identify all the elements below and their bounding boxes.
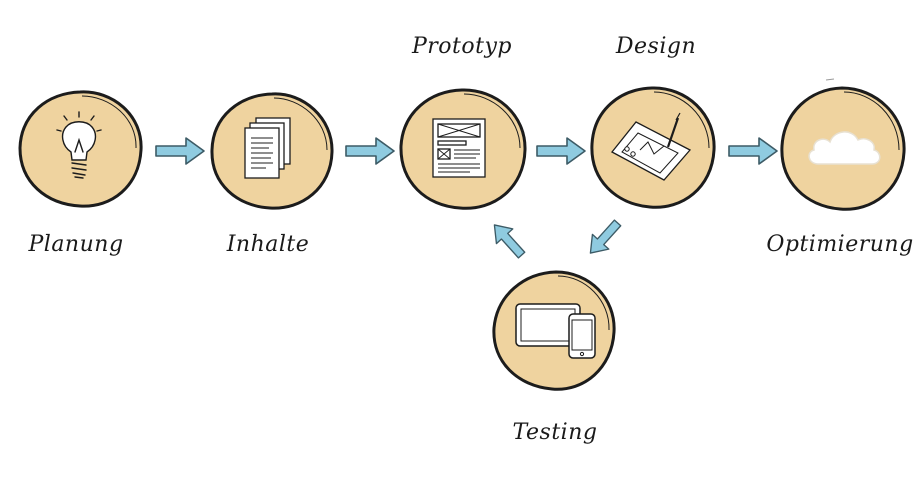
step-label-testing: Testing — [512, 420, 598, 445]
step-label-design: Design — [615, 34, 697, 59]
devices-icon — [515, 303, 596, 359]
step-label-planung: Planung — [28, 232, 124, 257]
cloud-icon — [808, 131, 881, 165]
arrow-planung-to-inhalte — [155, 137, 205, 165]
arrow-design-to-testing — [581, 214, 627, 262]
arrow-inhalte-to-prototyp — [345, 137, 395, 165]
drawing-tablet-icon — [611, 112, 692, 181]
documents-icon — [244, 117, 291, 179]
wireframe-icon — [432, 118, 486, 178]
arrow-design-to-optimierung — [728, 137, 778, 165]
step-label-prototyp: Prototyp — [411, 34, 513, 59]
arrow-testing-to-prototyp — [485, 216, 531, 264]
step-label-inhalte: Inhalte — [226, 232, 310, 257]
arrow-prototyp-to-design — [536, 137, 586, 165]
lightbulb-icon — [56, 111, 102, 179]
step-label-optimierung: Optimierung — [766, 232, 914, 257]
